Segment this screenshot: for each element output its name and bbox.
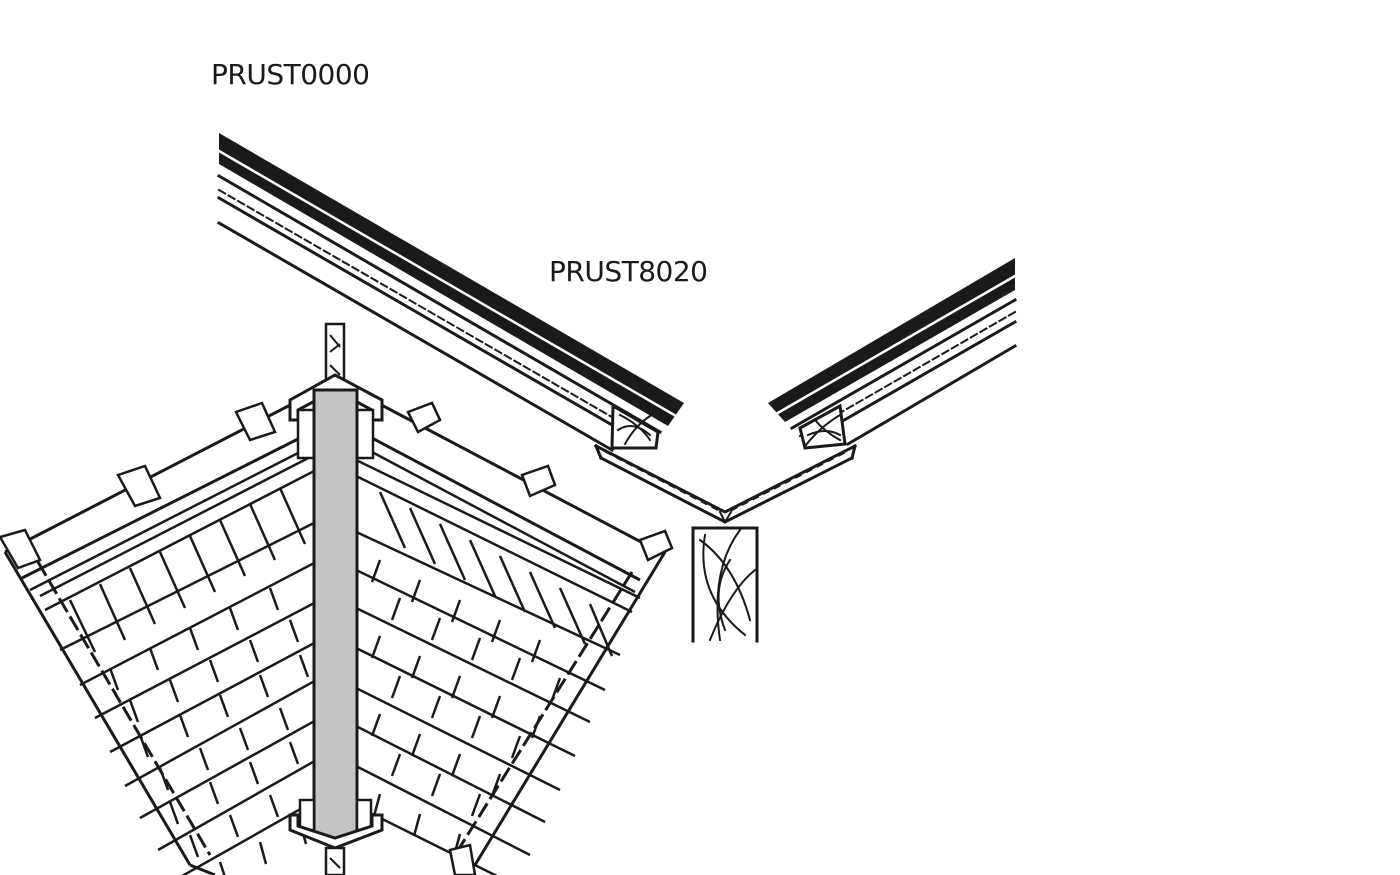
right-batten-stubs — [406, 401, 674, 875]
left-roof-slope — [216, 133, 684, 453]
valley-cross-section — [216, 133, 1018, 643]
product-code-label-a: PRUST0000 — [211, 58, 370, 91]
valley-gutter-channel — [312, 388, 359, 840]
right-roof-slope — [768, 258, 1018, 450]
left-tile-field — [0, 375, 320, 875]
left-batten-stubs — [0, 401, 277, 570]
valley-board — [593, 443, 858, 525]
valley-profile-bottom-bracket — [288, 813, 384, 850]
product-code-label-b: PRUST8020 — [549, 255, 708, 288]
valley-timber-post — [691, 526, 759, 643]
valley-plan-view — [0, 322, 674, 875]
right-roof-covering — [768, 258, 1015, 422]
right-tile-field — [352, 375, 674, 875]
valley-profile — [288, 322, 384, 875]
valley-profile-top-cap — [324, 322, 346, 382]
